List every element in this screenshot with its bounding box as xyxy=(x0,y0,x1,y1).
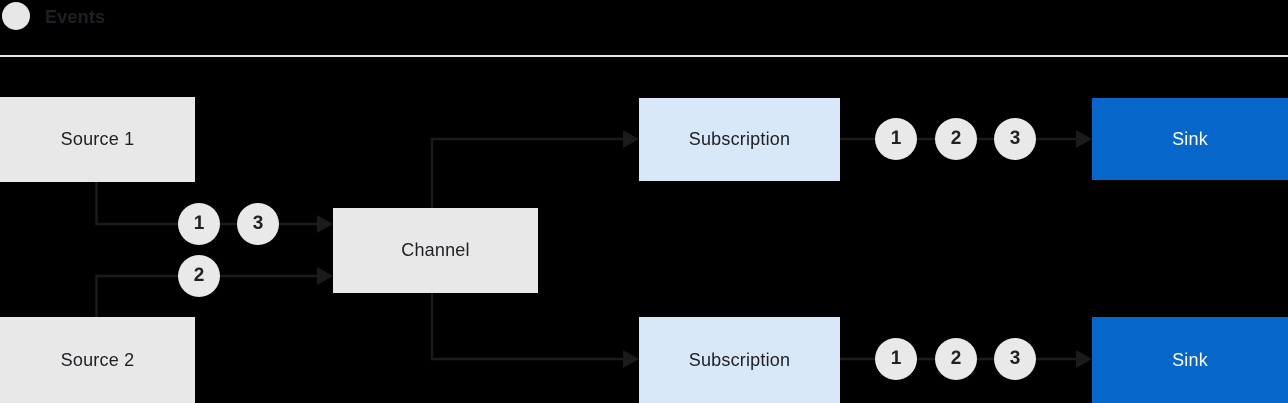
event-circle-1: 1 xyxy=(875,118,917,160)
event-circle-1: 1 xyxy=(875,338,917,380)
node-source-1: Source 1 xyxy=(0,97,195,182)
event-circle-3: 3 xyxy=(994,118,1036,160)
events-legend-label: Events xyxy=(45,7,106,27)
connector-channel-to-subscription1 xyxy=(430,137,625,208)
node-source-1-label: Source 1 xyxy=(60,129,135,149)
event-circle-2: 2 xyxy=(935,338,977,380)
event-circle-2: 2 xyxy=(935,118,977,160)
arrowhead-into-subscription2 xyxy=(623,350,639,368)
node-channel-label: Channel xyxy=(401,240,470,260)
node-channel: Channel xyxy=(333,208,538,293)
node-sink-2: Sink xyxy=(1092,317,1288,403)
node-source-2-label: Source 2 xyxy=(60,349,135,370)
connector-channel-to-subscription2 xyxy=(430,293,625,361)
header-separator xyxy=(0,55,1288,57)
event-circle-3: 3 xyxy=(237,203,279,245)
arrowhead-into-subscription1 xyxy=(623,130,639,148)
connector-source2-to-channel xyxy=(95,274,319,317)
node-subscription-1: Subscription xyxy=(639,98,840,181)
node-source-2: Source 2 xyxy=(0,317,195,403)
node-subscription-2-label: Subscription xyxy=(688,349,791,370)
node-subscription-1-label: Subscription xyxy=(688,129,791,149)
event-circle-1: 1 xyxy=(178,203,220,245)
events-legend-icon xyxy=(2,2,30,30)
arrowhead-into-channel-bottom xyxy=(317,267,333,285)
arrowhead-into-sink1 xyxy=(1076,130,1092,148)
event-circle-2: 2 xyxy=(178,255,220,297)
node-sink-2-label: Sink xyxy=(1172,349,1208,370)
arrowhead-into-channel-top xyxy=(317,215,333,233)
node-sink-1: Sink xyxy=(1092,98,1288,180)
event-circle-3: 3 xyxy=(994,338,1036,380)
node-sink-1-label: Sink xyxy=(1172,128,1208,149)
node-subscription-2: Subscription xyxy=(639,317,840,403)
arrowhead-into-sink2 xyxy=(1076,350,1092,368)
